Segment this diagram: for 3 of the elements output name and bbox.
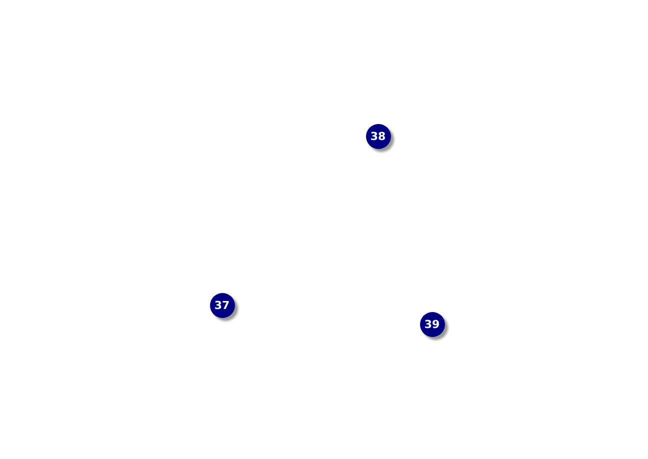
callout-number: 38 [366, 124, 390, 148]
callout-number: 37 [210, 292, 234, 318]
callout-number: 39 [420, 312, 444, 336]
